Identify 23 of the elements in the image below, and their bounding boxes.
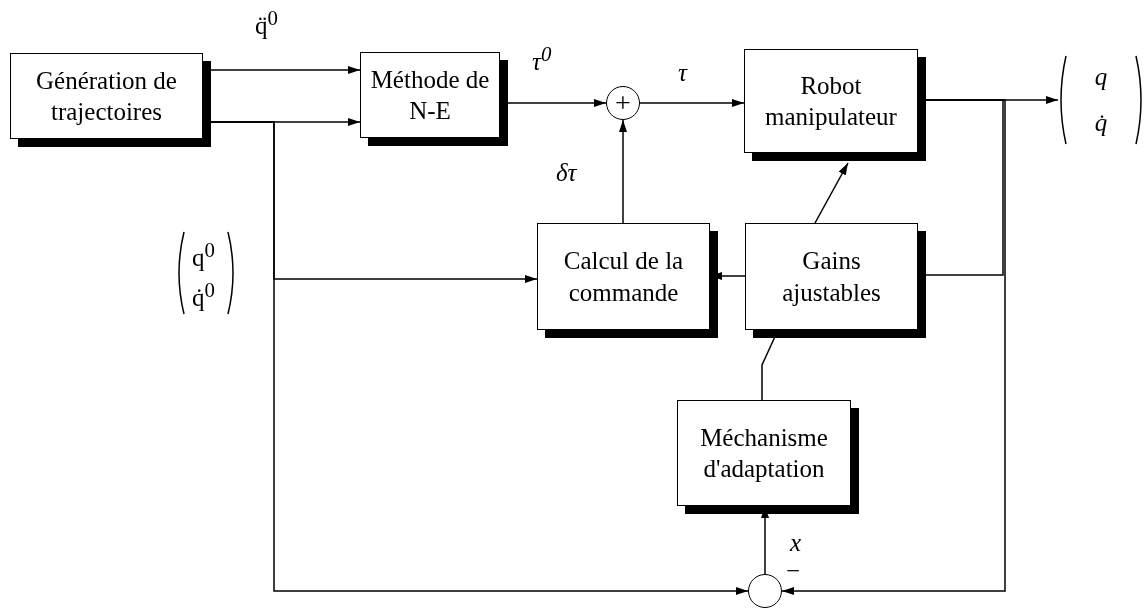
arrow: [619, 119, 627, 224]
node-label: +: [615, 89, 631, 117]
node-label: Calcul de la commande: [563, 247, 684, 306]
summing-junction: [606, 86, 640, 120]
signal-label: q$^{0}$: [192, 240, 215, 271]
node-label: Génération de trajectoires: [36, 66, 177, 125]
node-label: q: [1094, 63, 1108, 91]
node-label: Robot manipulateur: [765, 71, 897, 130]
signal-label: q̇$^{0}$: [192, 280, 215, 311]
edge-label: τ: [678, 60, 687, 85]
node-label: q̇: [1094, 109, 1108, 137]
arrow: [814, 162, 849, 224]
edge-label: τ$^{0}$: [532, 44, 552, 75]
node-label: Méthode de N-E: [370, 65, 490, 124]
arrow: [781, 99, 1006, 595]
edge-label: q̈$^{0}$: [255, 8, 278, 39]
sign-label: −: [786, 558, 801, 583]
edge-label: δτ: [556, 160, 577, 185]
node-label: Méchanisme d'adaptation: [700, 423, 828, 482]
edge-label: x: [790, 530, 802, 555]
node-label: Gains ajustables: [782, 247, 881, 306]
comparator-circle: [748, 574, 782, 608]
arrow: [639, 99, 745, 107]
